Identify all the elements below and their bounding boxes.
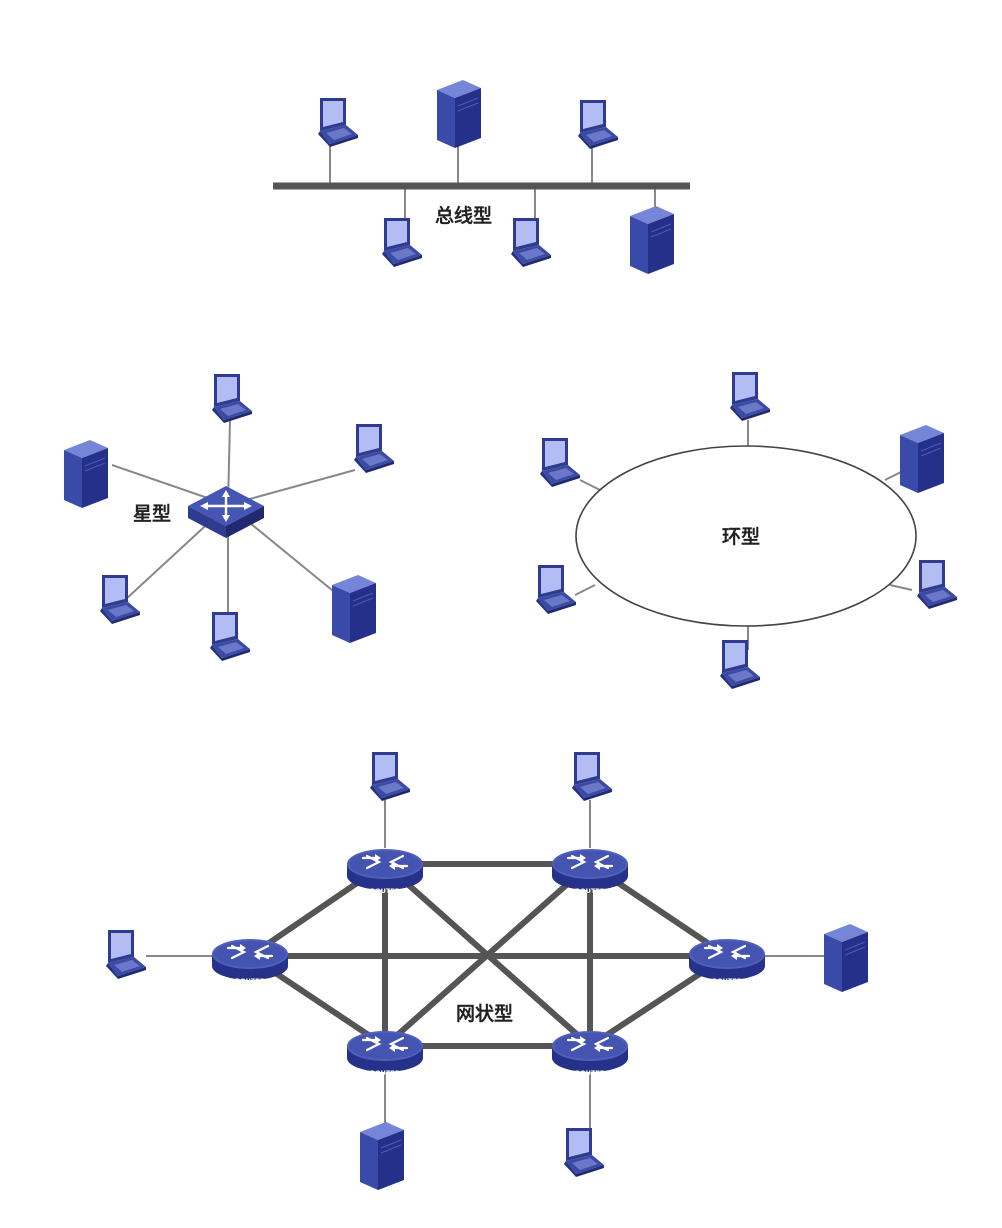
star-label: 星型 bbox=[133, 502, 171, 525]
laptop-icon bbox=[917, 560, 957, 609]
laptop-icon bbox=[578, 100, 618, 149]
server-icon bbox=[899, 424, 945, 494]
ring-label: 环型 bbox=[722, 525, 760, 548]
mesh-label: 网状型 bbox=[456, 1002, 513, 1025]
router-icon bbox=[550, 1029, 630, 1074]
router-bottom-right: ROUTER bbox=[550, 1029, 630, 1077]
router-icon bbox=[345, 847, 425, 892]
router-bottom-left: ROUTER bbox=[345, 1029, 425, 1077]
router-label: ROUTER bbox=[370, 887, 400, 895]
laptop-icon bbox=[511, 218, 551, 267]
laptop-icon bbox=[730, 372, 770, 421]
laptop-icon bbox=[540, 438, 580, 487]
server-icon bbox=[436, 79, 482, 149]
mesh-topology: ROUTER ROUTER ROUTER ROUTER ROUTER ROUTE… bbox=[106, 752, 869, 1191]
laptop-icon bbox=[210, 612, 250, 661]
router-icon bbox=[345, 1029, 425, 1074]
router-icon bbox=[550, 847, 630, 892]
ring-ellipse bbox=[575, 445, 917, 627]
laptop-icon bbox=[720, 640, 760, 689]
laptop-icon bbox=[100, 575, 140, 624]
star-topology: 星型 bbox=[63, 374, 394, 661]
server-icon bbox=[359, 1121, 405, 1191]
bus-label: 总线型 bbox=[435, 204, 492, 227]
bus-topology: 总线型 bbox=[273, 79, 690, 275]
laptop-icon bbox=[572, 752, 612, 801]
laptop-icon bbox=[382, 218, 422, 267]
laptop-icon bbox=[536, 565, 576, 614]
router-left: ROUTER bbox=[210, 937, 290, 985]
server-icon bbox=[629, 205, 675, 275]
laptop-icon bbox=[370, 752, 410, 801]
laptop-icon bbox=[564, 1128, 604, 1177]
laptop-icon bbox=[106, 930, 146, 979]
laptop-icon bbox=[354, 424, 394, 473]
router-icon bbox=[210, 937, 290, 982]
router-top-right: ROUTER bbox=[550, 847, 630, 895]
ring-topology: 环型 bbox=[536, 372, 957, 689]
router-label: ROUTER bbox=[575, 887, 605, 895]
server-icon bbox=[823, 923, 869, 993]
router-label: ROUTER bbox=[370, 1069, 400, 1077]
laptop-icon bbox=[212, 374, 252, 423]
router-label: ROUTER bbox=[712, 977, 742, 985]
router-right: ROUTER bbox=[687, 937, 767, 985]
laptop-icon bbox=[318, 98, 358, 147]
router-top-left: ROUTER bbox=[345, 847, 425, 895]
router-label: ROUTER bbox=[575, 1069, 605, 1077]
router-label: ROUTER bbox=[235, 977, 265, 985]
router-icon bbox=[687, 937, 767, 982]
server-icon bbox=[63, 439, 109, 509]
server-icon bbox=[331, 574, 377, 644]
